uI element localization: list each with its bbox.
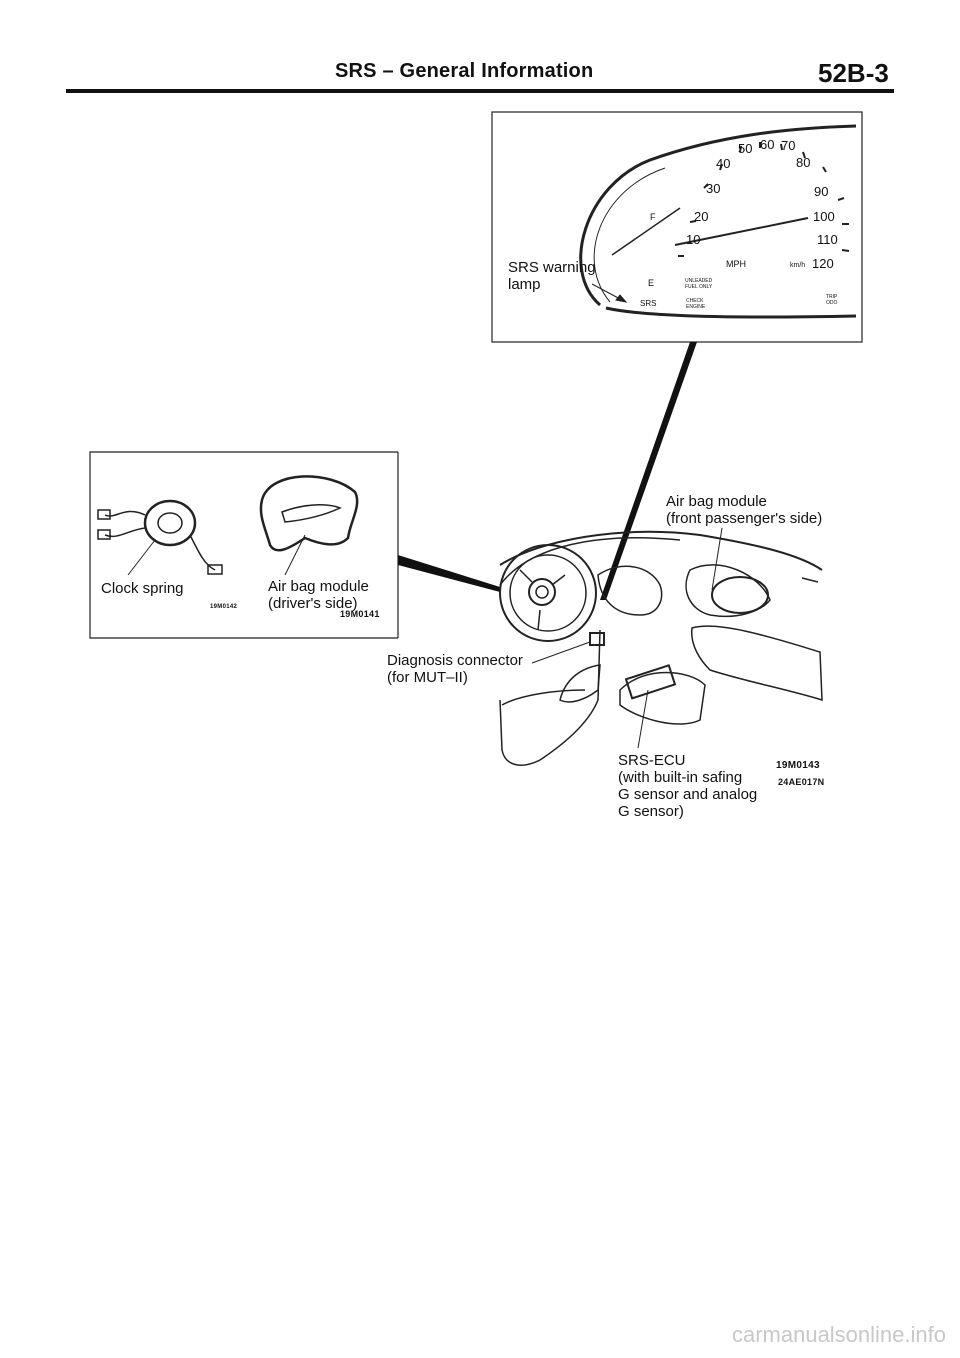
pointer-gauge (600, 342, 697, 600)
figure-code-2: 24AE017N (778, 777, 825, 787)
component-inset (89, 451, 399, 639)
svg-text:ENGINE: ENGINE (686, 304, 706, 310)
figure-code-1: 19M0143 (776, 760, 820, 771)
srs-warning-lamp-label: SRS warning lamp (508, 259, 596, 293)
svg-text:60: 60 (760, 137, 774, 152)
svg-text:10: 10 (686, 232, 700, 247)
gauge-numbers: 40 50 60 70 80 30 90 20 100 10 110 120 M… (640, 137, 838, 310)
driver-airbag-label: Air bag module (driver's side) (268, 578, 369, 612)
svg-text:120: 120 (812, 256, 834, 271)
page-number: 52B-3 (818, 58, 889, 88)
figure-code-left: 19M0142 (210, 604, 238, 610)
svg-text:40: 40 (716, 156, 730, 171)
svg-text:80: 80 (796, 155, 810, 170)
vehicle-interior (499, 527, 823, 766)
gauge-inset (491, 111, 863, 343)
figure-code-right: 19M0141 (340, 609, 380, 619)
diagnosis-connector-label: Diagnosis connector (for MUT–II) (387, 652, 523, 686)
svg-text:20: 20 (694, 209, 708, 224)
passenger-airbag-label: Air bag module (front passenger's side) (666, 493, 823, 527)
pointer-components (398, 555, 500, 592)
svg-text:MPH: MPH (726, 259, 746, 269)
svg-text:FUEL ONLY: FUEL ONLY (685, 284, 713, 290)
svg-text:UNLEADED: UNLEADED (685, 278, 713, 284)
svg-text:70: 70 (781, 138, 795, 153)
svg-text:ODO: ODO (826, 300, 838, 306)
svg-text:km/h: km/h (790, 262, 805, 269)
footer-watermark: carmanualsonline.info (731, 1322, 946, 1347)
svg-text:110: 110 (817, 232, 838, 247)
svg-text:90: 90 (814, 184, 828, 199)
svg-text:CHECK: CHECK (686, 298, 704, 304)
clock-spring-label: Clock spring (101, 580, 184, 597)
svg-text:30: 30 (706, 181, 720, 196)
page-title: SRS – General Information (335, 60, 594, 82)
svg-text:SRS: SRS (640, 299, 656, 308)
svg-text:50: 50 (738, 141, 752, 156)
svg-text:100: 100 (813, 209, 835, 224)
srs-ecu-label: SRS-ECU (with built-in safing G sensor a… (618, 752, 758, 820)
svg-text:F: F (650, 212, 656, 222)
svg-text:TRIP: TRIP (826, 294, 838, 300)
svg-text:E: E (648, 278, 654, 288)
header-rule (66, 89, 894, 93)
